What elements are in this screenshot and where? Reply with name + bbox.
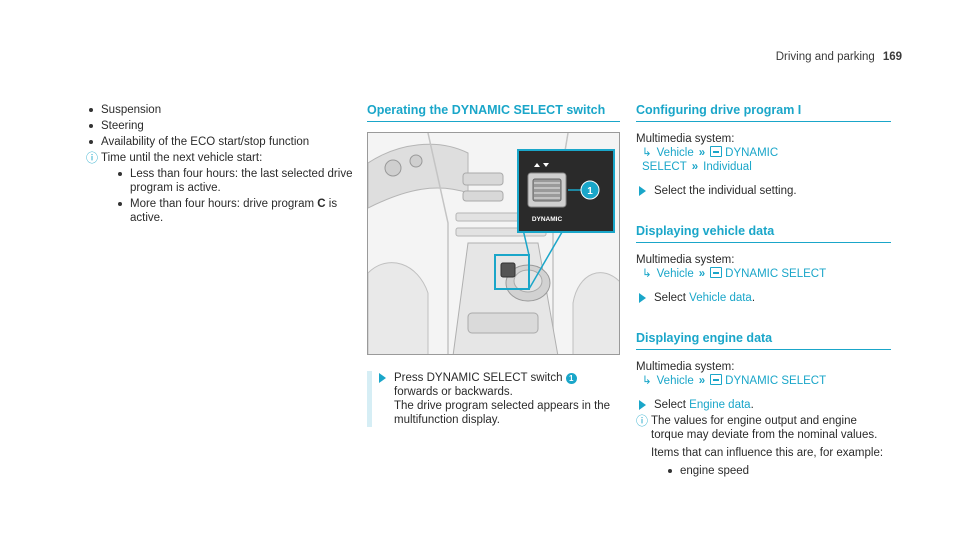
double-chevron-icon: » [698,268,706,280]
list-item-text: is active. [130,198,338,224]
triangle-step-icon [639,400,646,410]
menu-path-item: Vehicle [656,268,694,280]
dynamic-select-figure: 1 DYNAMIC [367,132,620,355]
seat-icon [710,374,723,385]
instruction-step: Select the individual setting. [636,184,891,198]
menu-item-link: Engine data [689,399,751,411]
menu-path: ↳ Vehicle » DYNAMIC SELECT [636,267,891,281]
note-text: Time until the next vehicle start: [101,152,263,164]
double-chevron-icon: » [691,161,699,173]
section-title: Driving and parking [775,51,875,63]
arrow-icon: ↳ [642,375,652,387]
arrow-icon: ↳ [642,147,652,159]
note: ⓘ The values for engine output and engin… [636,414,891,478]
menu-path-item: Vehicle [656,147,694,159]
intro-text: Multimedia system: [636,133,735,145]
info-icon: ⓘ [636,414,649,428]
arrow-icon: ↳ [642,268,652,280]
note-text: Items that can influence this are, for e… [651,447,884,459]
list-item: Steering [86,119,358,133]
step-text: forwards or backwards. [394,386,513,398]
list-item: engine speed [665,464,891,478]
figure-callout: 1 [587,186,593,197]
page-number: 169 [882,51,902,63]
step-text: Select [654,399,690,411]
instruction-step: Select Vehicle data. [636,291,891,305]
double-chevron-icon: » [698,147,706,159]
seat-icon [710,267,723,278]
note-text: The values for engine output and engine … [651,415,878,441]
instruction-step: Select Engine data. [636,398,891,412]
menu-path-item: DYNAMIC SELECT [725,375,827,387]
console-illustration: 1 DYNAMIC [368,133,619,354]
menu-path-item: Vehicle [656,375,694,387]
column-2: Operating the DYNAMIC SELECT switch [367,103,620,427]
callout-marker: 1 [565,373,577,384]
list-item: More than four hours: drive program C is… [115,197,358,225]
intro-text: Multimedia system: [636,361,735,373]
list-item-text: More than four hours: drive program [130,198,318,210]
info-icon: ⓘ [86,151,99,165]
step-text: Select the individual setting. [654,185,797,197]
triangle-step-icon [639,293,646,303]
menu-item-link: Vehicle data [689,292,752,304]
intro-text: Multimedia system: [636,254,735,266]
drive-program-letter: C [317,198,326,210]
menu-path: ↳ Vehicle » DYNAMIC SELECT [636,374,891,388]
step-text: . [751,292,756,304]
list-item: Less than four hours: the last selected … [115,167,358,195]
note: ⓘ Time until the next vehicle start: Les… [86,151,358,225]
step-detail: The drive program selected appears in th… [394,400,611,426]
step-text: Press DYNAMIC SELECT switch [394,372,566,384]
menu-path: ↳ Vehicle »DYNAMIC SELECT» Individual [636,146,891,174]
list-item: Suspension [86,103,358,117]
menu-path-item: DYNAMIC SELECT [725,268,827,280]
section-heading: Displaying vehicle data [636,224,891,243]
step-text: Select [654,292,690,304]
list-item: Availability of the ECO start/stop funct… [86,135,358,149]
instruction-step: Press DYNAMIC SELECT switch 1 forwards o… [367,371,620,427]
double-chevron-icon: » [698,375,706,387]
section-heading: Operating the DYNAMIC SELECT switch [367,103,620,122]
switch-label: DYNAMIC [532,216,563,223]
triangle-step-icon [379,373,386,383]
section-heading: Displaying engine data [636,331,891,350]
step-text: . [750,399,754,411]
seat-icon [710,146,723,157]
column-1: Suspension Steering Availability of the … [86,103,358,227]
triangle-step-icon [639,186,646,196]
menu-path-item: DYNAMIC SELECT [642,147,779,173]
section-heading: Configuring drive program I [636,103,891,122]
running-header: Driving and parking 169 [776,50,902,64]
menu-path-item: Individual [703,161,752,173]
column-3: Configuring drive program I Multimedia s… [636,103,891,480]
